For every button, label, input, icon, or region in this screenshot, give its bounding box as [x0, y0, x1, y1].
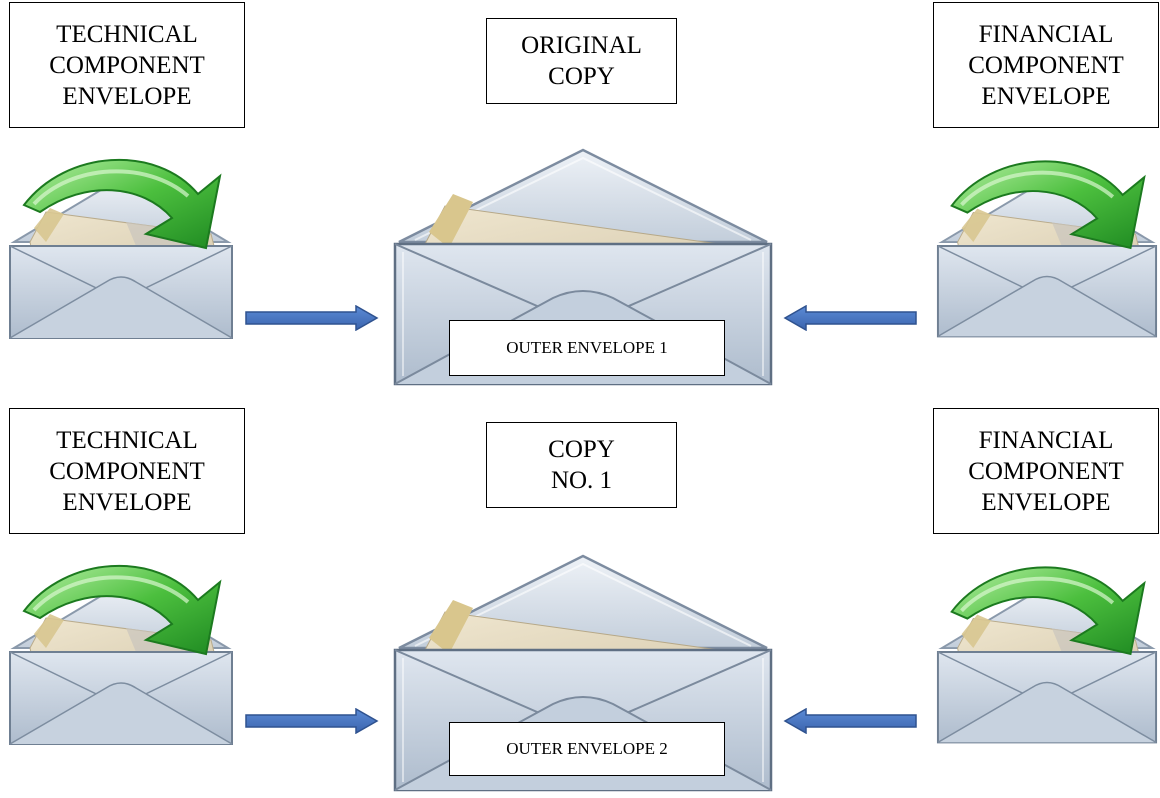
- label-line: ENVELOPE: [981, 488, 1111, 516]
- arrow-left-icon: [783, 305, 918, 331]
- label-line: COMPONENT: [49, 457, 205, 485]
- arrow-right-icon: [244, 708, 379, 734]
- label-line: TECHNICAL: [56, 20, 198, 48]
- label-line: COPY: [548, 436, 615, 463]
- label-line: COPY: [548, 63, 615, 90]
- technical-component-label: TECHNICAL COMPONENT ENVELOPE: [9, 408, 245, 534]
- technical-component-label: TECHNICAL COMPONENT ENVELOPE: [9, 2, 245, 128]
- copy-type-label: ORIGINAL COPY: [486, 18, 677, 104]
- label-line: ORIGINAL: [521, 32, 642, 59]
- label-line: ENVELOPE: [981, 82, 1111, 110]
- envelope-set-2: TECHNICAL COMPONENT ENVELOPE COPY NO. 1 …: [0, 406, 1160, 798]
- financial-component-label: FINANCIAL COMPONENT ENVELOPE: [933, 2, 1159, 128]
- financial-envelope-icon: [934, 556, 1160, 746]
- label-line: ENVELOPE: [62, 82, 192, 110]
- label-line: COMPONENT: [968, 457, 1124, 485]
- technical-envelope-icon: [6, 556, 236, 746]
- label-line: ENVELOPE: [62, 488, 192, 516]
- label-line: COMPONENT: [968, 51, 1124, 79]
- financial-envelope-icon: [934, 150, 1160, 340]
- label-line: COMPONENT: [49, 51, 205, 79]
- technical-envelope-icon: [6, 150, 236, 340]
- label-line: FINANCIAL: [978, 426, 1114, 454]
- outer-envelope-label: OUTER ENVELOPE 2: [449, 722, 725, 776]
- financial-component-label: FINANCIAL COMPONENT ENVELOPE: [933, 408, 1159, 534]
- arrow-right-icon: [244, 305, 379, 331]
- copy-type-label: COPY NO. 1: [486, 422, 677, 508]
- label-line: TECHNICAL: [56, 426, 198, 454]
- arrow-left-icon: [783, 708, 918, 734]
- outer-envelope-label: OUTER ENVELOPE 1: [449, 320, 725, 376]
- label-line: FINANCIAL: [978, 20, 1114, 48]
- label-line: NO. 1: [550, 467, 613, 494]
- envelope-set-1: TECHNICAL COMPONENT ENVELOPE ORIGINAL CO…: [0, 0, 1160, 392]
